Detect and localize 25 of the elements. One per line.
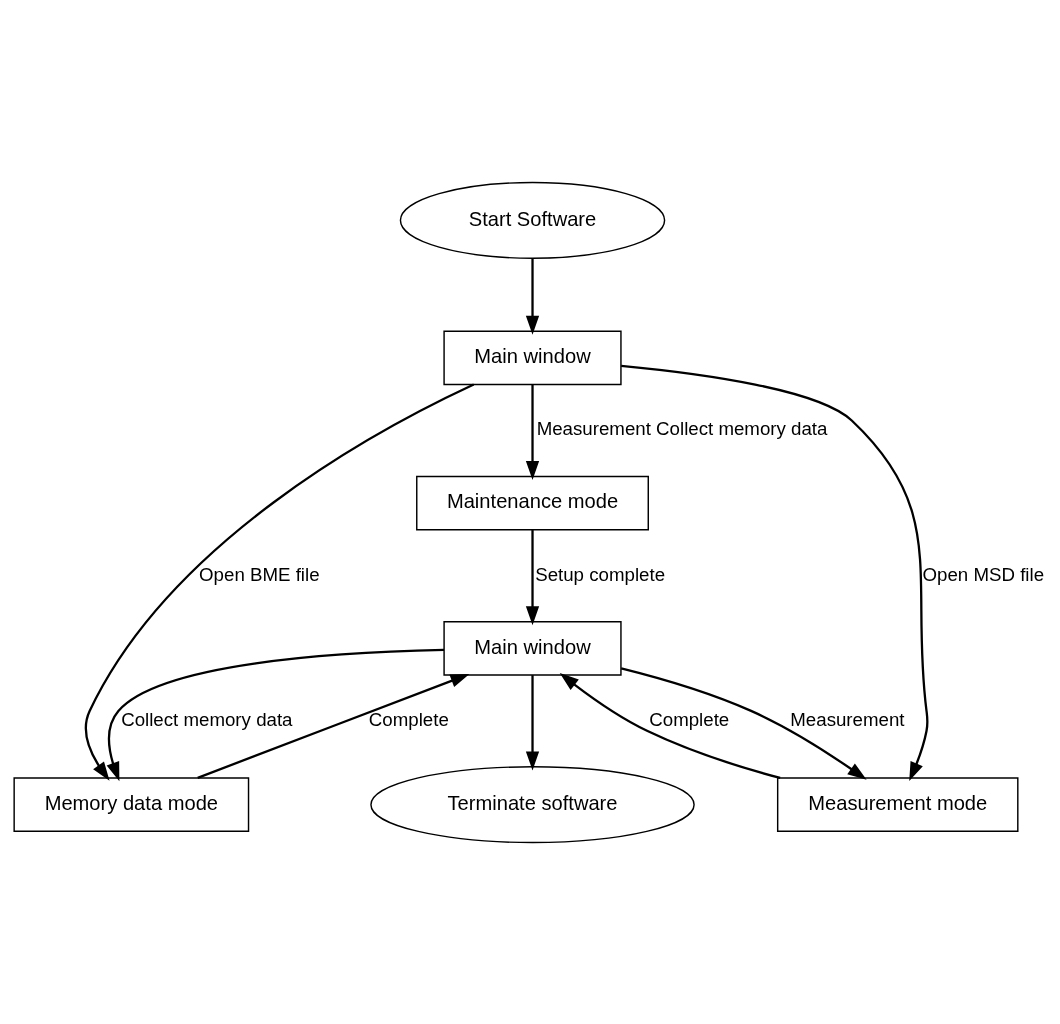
node-box: Measurement mode xyxy=(776,776,1019,832)
arrow xyxy=(84,383,475,781)
node-box: Maintenance mode xyxy=(416,475,649,530)
arrow xyxy=(525,529,540,625)
node-box: Main window xyxy=(443,330,622,385)
edge-label: Open BME file xyxy=(199,563,320,585)
edge-label: Collect memory data xyxy=(121,708,293,730)
edge-label: Measurement xyxy=(790,708,905,730)
edge-label: Setup complete xyxy=(535,563,666,585)
node-box: Main window xyxy=(443,620,622,676)
node-box: Memory data mode xyxy=(13,776,250,832)
arrow xyxy=(197,673,470,779)
node-ellipse: Terminate software xyxy=(370,765,695,843)
arrow xyxy=(106,648,445,781)
node-ellipse: Start Software xyxy=(399,181,666,259)
arrow xyxy=(525,674,540,770)
edge-label: Open MSD file xyxy=(922,563,1045,585)
edge-label: Measurement Collect memory data xyxy=(536,417,828,439)
arrow xyxy=(525,258,540,335)
edge-label: Complete xyxy=(649,708,730,730)
arrow xyxy=(525,384,540,480)
arrow xyxy=(620,666,867,780)
arrow xyxy=(559,672,781,779)
arrow xyxy=(621,364,929,781)
edge-label: Complete xyxy=(368,708,449,730)
